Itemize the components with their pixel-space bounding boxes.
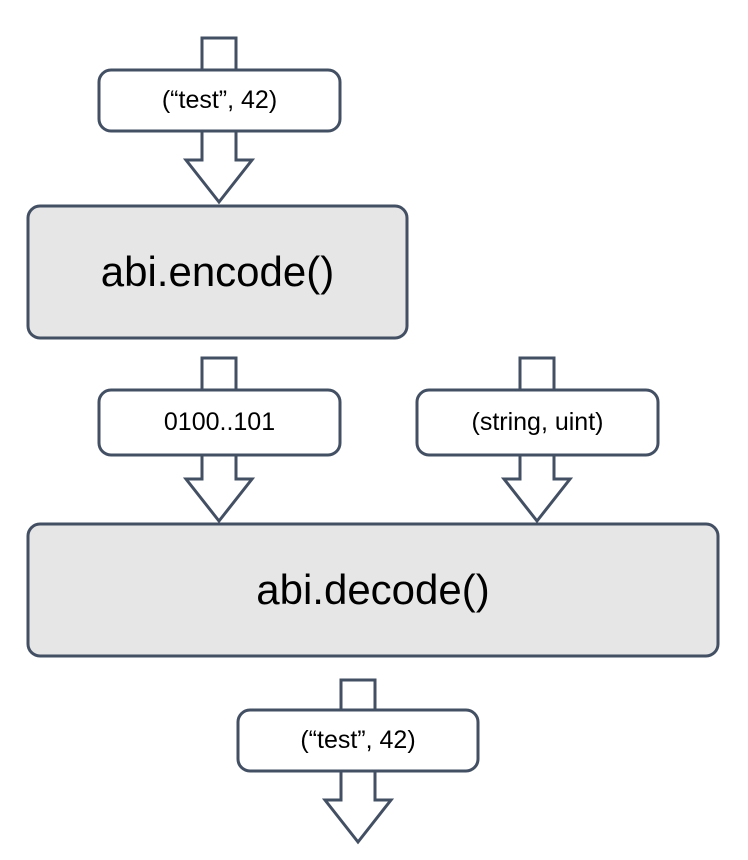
connector-stub (200, 36, 238, 70)
node-shape-layer (26, 68, 720, 773)
node-encoded-bytes[interactable] (97, 388, 342, 457)
connector-stub (200, 356, 238, 390)
node-input-tuple[interactable] (97, 68, 342, 133)
connector-layer (182, 36, 574, 845)
arrow-down-icon (321, 769, 395, 845)
node-output-tuple[interactable] (236, 708, 480, 773)
node-abi-decode[interactable] (26, 522, 720, 658)
connector-stub (518, 356, 556, 390)
arrow-down-icon (500, 453, 574, 524)
arrow-down-icon (182, 453, 256, 524)
node-abi-encode[interactable] (26, 204, 409, 340)
arrow-down-icon (182, 129, 256, 205)
connector-stub (339, 678, 377, 710)
node-type-tuple[interactable] (415, 388, 660, 457)
